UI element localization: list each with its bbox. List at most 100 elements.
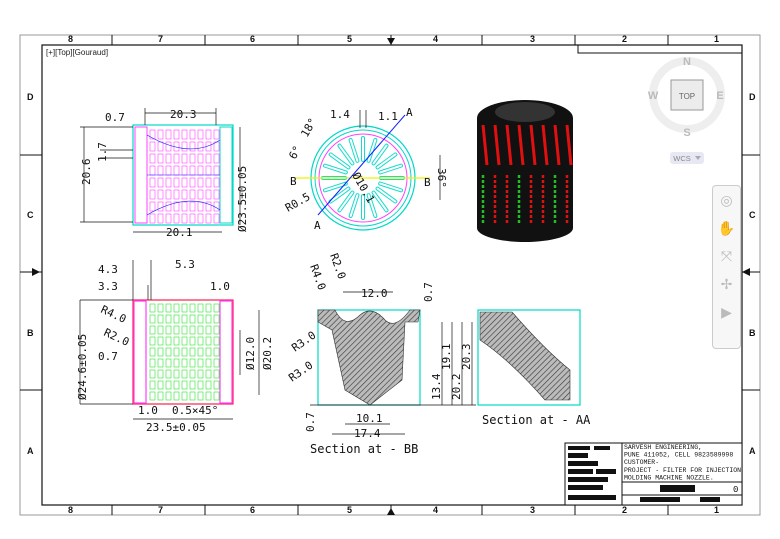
chevron-down-icon — [695, 156, 701, 160]
dim-label: 0.5×45° — [172, 404, 218, 417]
col-label: 8 — [68, 34, 73, 44]
title-block: SARVESH ENGINEERING, PUNE 411052, CELL 9… — [564, 442, 743, 506]
project-line-2: MOLDING MACHINE NOZZLE. — [624, 474, 714, 481]
dim-label: 20.3 — [170, 108, 197, 121]
dim-label: 1.7 — [96, 142, 109, 162]
zoom-extents-icon[interactable]: ⤧ — [720, 248, 733, 264]
section-bb-view[interactable]: R2.0 R4.0 12.0 0.7 R3.0 R3.0 13.4 19.1 2… — [286, 252, 476, 456]
front-view[interactable]: 0.7 20.3 20.6 1.7 Ø23.5±0.05 20.1 — [80, 108, 249, 239]
row-label: D — [27, 92, 34, 102]
company-name: SARVESH ENGINEERING, — [624, 444, 702, 451]
dim-label: R3.0 — [286, 359, 315, 385]
col-label: 2 — [622, 505, 627, 515]
pan-hand-icon[interactable]: ✋ — [717, 220, 736, 236]
row-label: A — [27, 446, 34, 456]
center-mark-left — [32, 268, 40, 276]
col-label: 4 — [433, 34, 438, 44]
isometric-render[interactable] — [477, 100, 573, 242]
viewcube-top-face[interactable] — [670, 79, 704, 111]
section-mark: B — [424, 176, 431, 189]
center-mark-right — [742, 268, 750, 276]
row-label: C — [27, 210, 34, 220]
sheet-number: 0 — [733, 485, 738, 495]
dim-label: 19.1 — [440, 344, 453, 371]
showmotion-icon[interactable]: ▶ — [721, 304, 732, 320]
col-label: 1 — [714, 505, 719, 515]
orbit-icon[interactable]: ✢ — [720, 276, 733, 292]
col-label: 1 — [714, 34, 719, 44]
dim-label: 0.7 — [105, 111, 125, 124]
company-address: PUNE 411052, CELL 9823589998 — [624, 452, 733, 459]
customer-label: CUSTOMER- — [624, 459, 659, 466]
compass-south[interactable]: S — [683, 127, 690, 139]
dim-label: 18° — [298, 116, 319, 140]
dim-label: 10.1 — [356, 412, 383, 425]
dim-label: R4.0 — [307, 263, 328, 292]
dim-label: 36° — [435, 168, 448, 188]
steering-wheel-icon[interactable]: ◎ — [720, 192, 733, 208]
col-label: 8 — [68, 505, 73, 515]
dim-label: 0.7 — [98, 350, 118, 363]
dim-label: R3.0 — [289, 329, 318, 355]
dim-label: 20.3 — [460, 344, 473, 371]
col-label: 5 — [347, 505, 352, 515]
dim-label: 20.2 — [450, 374, 463, 401]
row-label: A — [749, 446, 756, 456]
col-label: 3 — [530, 34, 535, 44]
section-mark: B — [290, 175, 297, 188]
dim-label: 23.5±0.05 — [146, 421, 206, 434]
dim-label: 1.0 — [210, 280, 230, 293]
col-label: 6 — [250, 505, 255, 515]
dim-label: R2.0 — [102, 326, 132, 349]
zone-labels: 8 7 6 5 4 3 2 1 8 7 6 5 4 3 2 1 D C B A … — [27, 34, 756, 515]
section-caption: Section at - AA — [482, 413, 591, 427]
dim-label: 13.4 — [430, 373, 443, 400]
dim-label: R2.0 — [327, 252, 348, 281]
top-view[interactable]: B B A A 1.4 1.1 18° 6° R0.5 Ø10.1 36° — [283, 106, 448, 232]
dim-label: Ø20.2 — [261, 337, 274, 370]
col-label: 7 — [158, 505, 163, 515]
dim-label: 20.6 — [80, 159, 93, 186]
dim-label: Ø24.6±0.05 — [76, 334, 89, 400]
dim-label: 5.3 — [175, 258, 195, 271]
dim-label: Ø10.1 — [349, 170, 377, 205]
center-mark-bottom — [387, 508, 395, 515]
col-label: 2 — [622, 34, 627, 44]
col-label: 4 — [433, 505, 438, 515]
wcs-menu[interactable] — [670, 152, 704, 164]
revision-strip — [577, 44, 743, 54]
section-caption: Section at - BB — [310, 442, 418, 456]
dim-label: 1.4 — [330, 108, 350, 121]
navigation-bar[interactable]: ◎ ✋ ⤧ ✢ ▶ — [712, 185, 741, 349]
viewport-controls-label[interactable]: [+][Top][Gouraud] — [46, 48, 109, 57]
dim-label: Ø23.5±0.05 — [236, 166, 249, 232]
dim-label: 0.7 — [422, 282, 435, 302]
wcs-label: WCS — [673, 154, 691, 163]
viewcube-face-label: TOP — [679, 92, 695, 101]
dim-label: 1.1 — [378, 110, 398, 123]
dim-label: R4.0 — [99, 303, 129, 326]
compass-north[interactable]: N — [683, 56, 691, 68]
dim-label: 4.3 — [98, 263, 118, 276]
sheet-inner-border — [41, 44, 743, 506]
dim-label: 3.3 — [98, 280, 118, 293]
compass-east[interactable]: E — [716, 90, 723, 102]
viewcube[interactable]: TOP N S E W WCS — [648, 56, 726, 166]
compass-west[interactable]: W — [648, 90, 659, 102]
col-label: 3 — [530, 505, 535, 515]
row-label: C — [749, 210, 756, 220]
dim-label: 12.0 — [361, 287, 388, 300]
dim-label: R0.5 — [283, 190, 312, 215]
row-label: B — [27, 328, 34, 338]
dim-label: Ø12.0 — [244, 337, 257, 370]
dim-label: 0.7 — [304, 412, 317, 432]
dim-label: 1.0 — [138, 404, 158, 417]
dim-label: 20.1 — [166, 226, 193, 239]
col-label: 5 — [347, 34, 352, 44]
col-label: 7 — [158, 34, 163, 44]
side-view[interactable]: 4.3 5.3 3.3 1.0 R4.0 R2.0 0.7 Ø24.6±0.05… — [76, 258, 274, 434]
section-aa-view[interactable]: Section at - AA — [477, 309, 591, 427]
dim-label: 17.4 — [354, 427, 381, 440]
row-label: B — [749, 328, 756, 338]
